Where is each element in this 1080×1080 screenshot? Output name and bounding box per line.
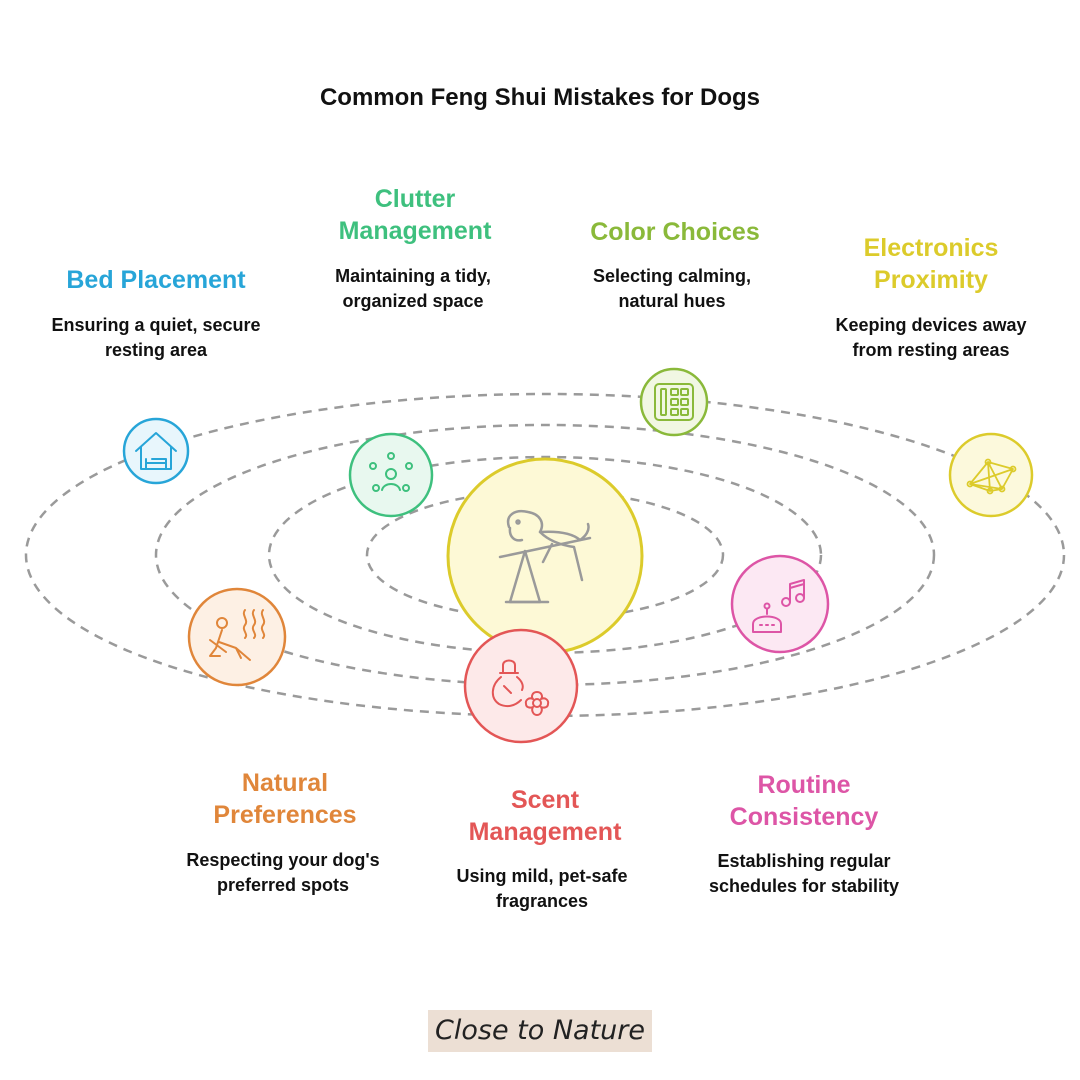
node-color-choices <box>639 367 709 437</box>
natural-preferences-description: Respecting your dog's preferred spots <box>186 850 380 895</box>
color-palette-icon <box>654 383 694 421</box>
center-node <box>446 457 644 655</box>
relaxing-heat-icon <box>209 609 266 661</box>
bed-placement-circle <box>122 417 190 485</box>
organized-nodes-icon <box>369 452 413 492</box>
network-icon <box>966 458 1017 495</box>
node-scent-management <box>463 628 579 744</box>
node-routine-consistency <box>730 554 830 654</box>
natural-preferences-title: Natural Preferences <box>213 769 357 829</box>
music-robot-icon <box>752 579 805 633</box>
natural-preferences-circle <box>187 587 287 687</box>
scent-sack-flower-icon <box>491 659 550 716</box>
bed-placement-title: Bed Placement <box>66 266 246 294</box>
routine-consistency-circle <box>730 554 830 654</box>
node-clutter-management <box>348 432 434 518</box>
color-choices-title: Color Choices <box>590 218 760 246</box>
house-bed-icon <box>135 432 177 470</box>
dog-seesaw-icon <box>498 510 592 604</box>
page-title: Common Feng Shui Mistakes for Dogs <box>319 84 761 111</box>
electronics-proximity-description: Keeping devices away from resting areas <box>835 315 1027 360</box>
bed-placement-description: Ensuring a quiet, secure resting area <box>51 315 261 360</box>
scent-management-circle <box>463 628 579 744</box>
electronics-proximity-circle <box>948 432 1034 518</box>
scent-management-title: Scent Management <box>468 786 622 846</box>
electronics-proximity-title: Electronics Proximity <box>863 234 999 294</box>
clutter-management-title: Clutter Management <box>338 185 492 245</box>
footer-brand-label: Close to Nature <box>428 1010 652 1052</box>
orbit-ring-outer <box>24 392 1066 718</box>
color-choices-circle <box>639 367 709 437</box>
scent-management-description: Using mild, pet-safe fragrances <box>456 866 628 911</box>
clutter-management-circle <box>348 432 434 518</box>
routine-consistency-title: Routine Consistency <box>729 771 879 831</box>
color-choices-description: Selecting calming, natural hues <box>592 266 752 311</box>
clutter-management-description: Maintaining a tidy, organized space <box>335 266 491 311</box>
node-natural-preferences <box>187 587 287 687</box>
node-electronics-proximity <box>948 432 1034 518</box>
routine-consistency-description: Establishing regular schedules for stabi… <box>708 851 900 896</box>
node-bed-placement <box>122 417 190 485</box>
